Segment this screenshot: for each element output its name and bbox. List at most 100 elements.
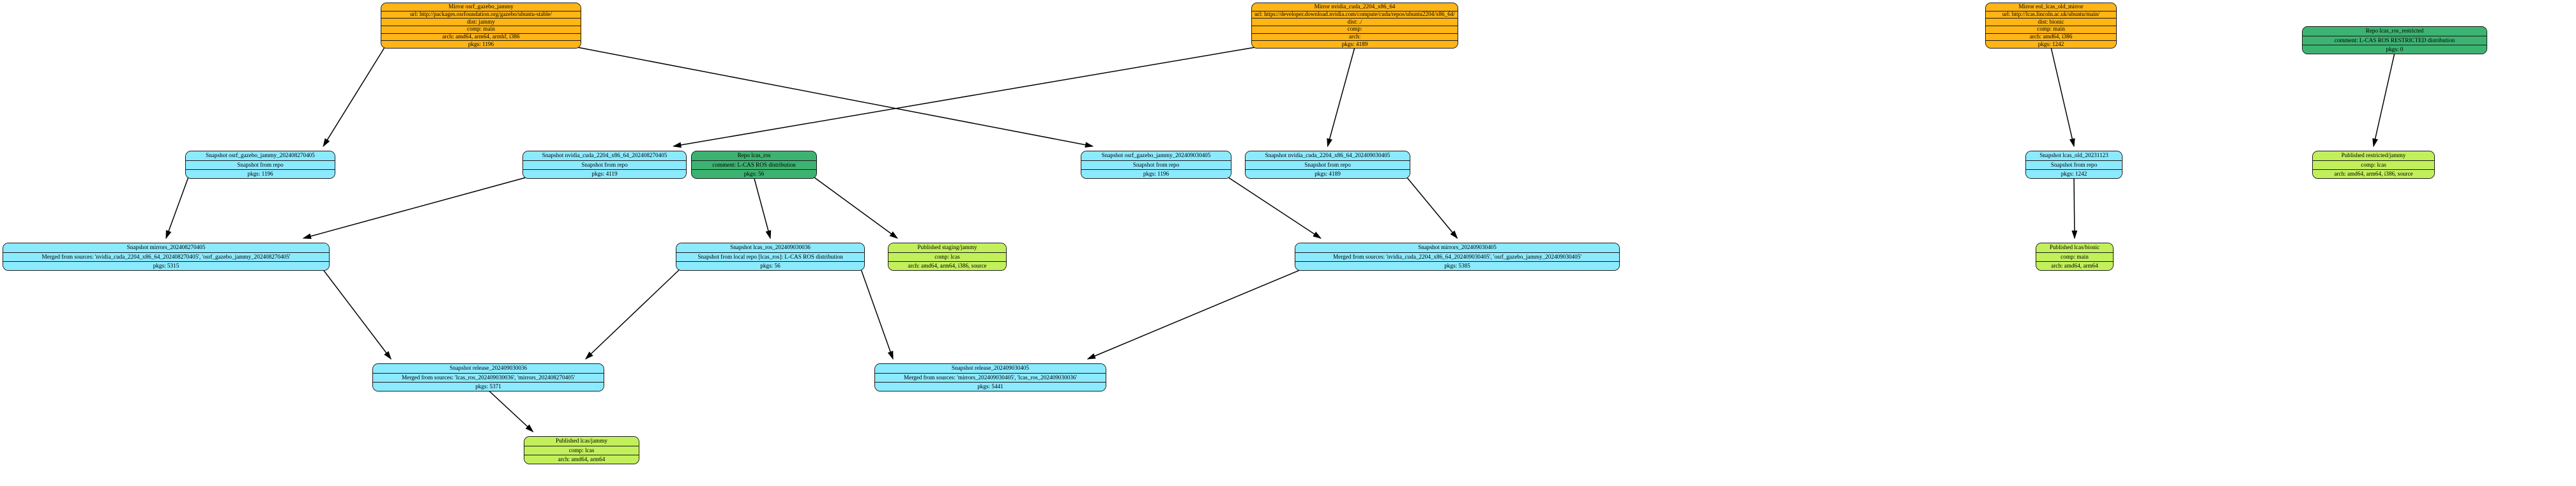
node-field: comp: main (1986, 25, 2116, 33)
node-title: Published staging/jammy (888, 243, 1006, 252)
node-title: Snapshot release_202409030036 (373, 364, 604, 373)
node-field: pkgs: 5441 (875, 382, 1106, 391)
node-field: pkgs: 56 (692, 169, 816, 178)
node-field: pkgs: 1196 (381, 40, 581, 48)
edge-snapshot_nvidia_cuda_2204_x86_64_202409030405--snapshot_mirrors_202409030405 (1406, 177, 1458, 239)
node-title: Published lcas/jammy (524, 437, 639, 446)
edge-snapshot_lcas_ros_202409030036--snapshot_release_202409030036 (584, 269, 680, 360)
node-field: arch: (1252, 33, 1458, 41)
node-field: comp: lcas (888, 252, 1006, 261)
edge-snapshot_mirrors_202409030405--snapshot_release_202409030405 (1086, 269, 1302, 360)
node-field: Snapshot from repo (1246, 160, 1410, 169)
node-field: arch: amd64, i386 (1986, 33, 2116, 41)
node-field: comp: main (381, 25, 581, 33)
node-field: pkgs: 5315 (3, 261, 329, 270)
node-field: comp: lcas (2313, 160, 2434, 169)
node-field: comment: L-CAS ROS RESTRICTED distributi… (2303, 36, 2487, 45)
node-field: pkgs: 1196 (186, 169, 335, 178)
edge-snapshot_osrf_gazebo_jammy_202409030405--snapshot_mirrors_202409030405 (1228, 177, 1322, 239)
node-field: pkgs: 0 (2303, 45, 2487, 54)
node-title: Snapshot lcas_old_20231123 (2026, 151, 2122, 160)
node-field: url: http://lcas.lincoln.ac.uk/ubuntu/ma… (1986, 10, 2116, 19)
node-field: dist: bionic (1986, 18, 2116, 26)
node-field: Snapshot from repo (523, 160, 686, 169)
edge-snapshot_osrf_gazebo_jammy_202408270405--snapshot_mirrors_202408270405 (165, 177, 189, 239)
node-title: Published lcas/bionic (2036, 243, 2113, 252)
node-field: arch: amd64, arm64, armhf, i386 (381, 33, 581, 41)
edge-repo_lcas_ros--snapshot_lcas_ros_202409030036 (753, 177, 772, 239)
node-field: comment: L-CAS ROS distribution (692, 160, 816, 169)
edge-repo_lcas_ros--published_staging_jammy (814, 177, 899, 239)
edge-snapshot_nvidia_cuda_2204_x86_64_202408270405--snapshot_mirrors_202408270405 (302, 177, 526, 239)
node-field: pkgs: 1196 (1081, 169, 1231, 178)
edge-mirror_nvidia_cuda_2204_x86_64--snapshot_nvidia_cuda_2204_x86_64_202408270405 (672, 47, 1256, 148)
node-field: Merged from sources: 'lcas_ros_202409030… (373, 373, 604, 382)
node-field: pkgs: 4189 (1246, 169, 1410, 178)
edge-mirror_osrf_gazebo_jammy--snapshot_osrf_gazebo_jammy_202409030405 (577, 47, 1094, 148)
node-field: dist: ./ (1252, 18, 1458, 26)
node-title: Snapshot nvidia_cuda_2204_x86_64_2024082… (523, 151, 686, 160)
node-title: Mirror eol_lcas_old_mirror (1986, 3, 2116, 11)
edge-mirror_eol_lcas_old_mirror--snapshot_lcas_old_20231123 (2050, 47, 2075, 148)
node-field: Snapshot from repo (186, 160, 335, 169)
node-field: Merged from sources: 'nvidia_cuda_2204_x… (3, 252, 329, 261)
node-field: pkgs: 1242 (1986, 40, 2116, 48)
node-field: arch: amd64, arm64 (524, 455, 639, 464)
node-field: Merged from sources: 'mirrors_2024090304… (875, 373, 1106, 382)
node-title: Mirror osrf_gazebo_jammy (381, 3, 581, 11)
node-field: arch: amd64, arm64 (2036, 261, 2113, 270)
node-field: pkgs: 5371 (373, 382, 604, 391)
node-field: pkgs: 4119 (523, 169, 686, 178)
node-title: Repo lcas_ros (692, 151, 816, 160)
node-field: Snapshot from repo (2026, 160, 2122, 169)
node-snapshot_nvidia_cuda_2204_x86_64_202408270405[interactable]: Snapshot nvidia_cuda_2204_x86_64_2024082… (522, 151, 687, 179)
edge-snapshot_release_202409030036--published_lcas_jammy (487, 390, 534, 433)
node-field: url: http://packages.osrfoundation.org/g… (381, 10, 581, 19)
node-title: Repo lcas_ros_restricted (2303, 27, 2487, 36)
node-field: arch: amd64, arm64, i386, source (888, 261, 1006, 270)
node-title: Snapshot release_202409030405 (875, 364, 1106, 373)
edge-mirror_osrf_gazebo_jammy--snapshot_osrf_gazebo_jammy_202408270405 (323, 47, 385, 148)
node-snapshot_nvidia_cuda_2204_x86_64_202409030405[interactable]: Snapshot nvidia_cuda_2204_x86_64_2024090… (1245, 151, 1410, 179)
edge-snapshot_lcas_ros_202409030036--snapshot_release_202409030405 (860, 269, 894, 360)
node-title: Snapshot mirrors_202409030405 (1295, 243, 1619, 252)
node-field: Snapshot from repo (1081, 160, 1231, 169)
node-field: Snapshot from local repo [lcas_ros]: L-C… (676, 252, 864, 261)
node-field: pkgs: 56 (676, 261, 864, 270)
node-field: arch: amd64, arm64, i386, source (2313, 169, 2434, 178)
node-field: url: https://developer.download.nvidia.c… (1252, 10, 1458, 19)
node-field: Merged from sources: 'nvidia_cuda_2204_x… (1295, 252, 1619, 261)
node-title: Snapshot nvidia_cuda_2204_x86_64_2024090… (1246, 151, 1410, 160)
edge-mirror_nvidia_cuda_2204_x86_64--snapshot_nvidia_cuda_2204_x86_64_202409030405 (1327, 47, 1355, 148)
edge-snapshot_mirrors_202408270405--snapshot_release_202409030036 (323, 269, 392, 360)
node-title: Mirror nvidia_cuda_2204_x86_64 (1252, 3, 1458, 11)
node-field: pkgs: 5385 (1295, 261, 1619, 270)
node-title: Snapshot lcas_ros_202409030036 (676, 243, 864, 252)
node-title: Snapshot osrf_gazebo_jammy_202409030405 (1081, 151, 1231, 160)
node-field: comp: (1252, 25, 1458, 33)
node-field: pkgs: 4189 (1252, 40, 1458, 48)
edge-repo_lcas_ros_restricted--published_restricted_jammy (2372, 52, 2395, 148)
node-title: Snapshot mirrors_202408270405 (3, 243, 329, 252)
node-title: Published restricted/jammy (2313, 151, 2434, 160)
node-field: comp: lcas (524, 446, 639, 455)
